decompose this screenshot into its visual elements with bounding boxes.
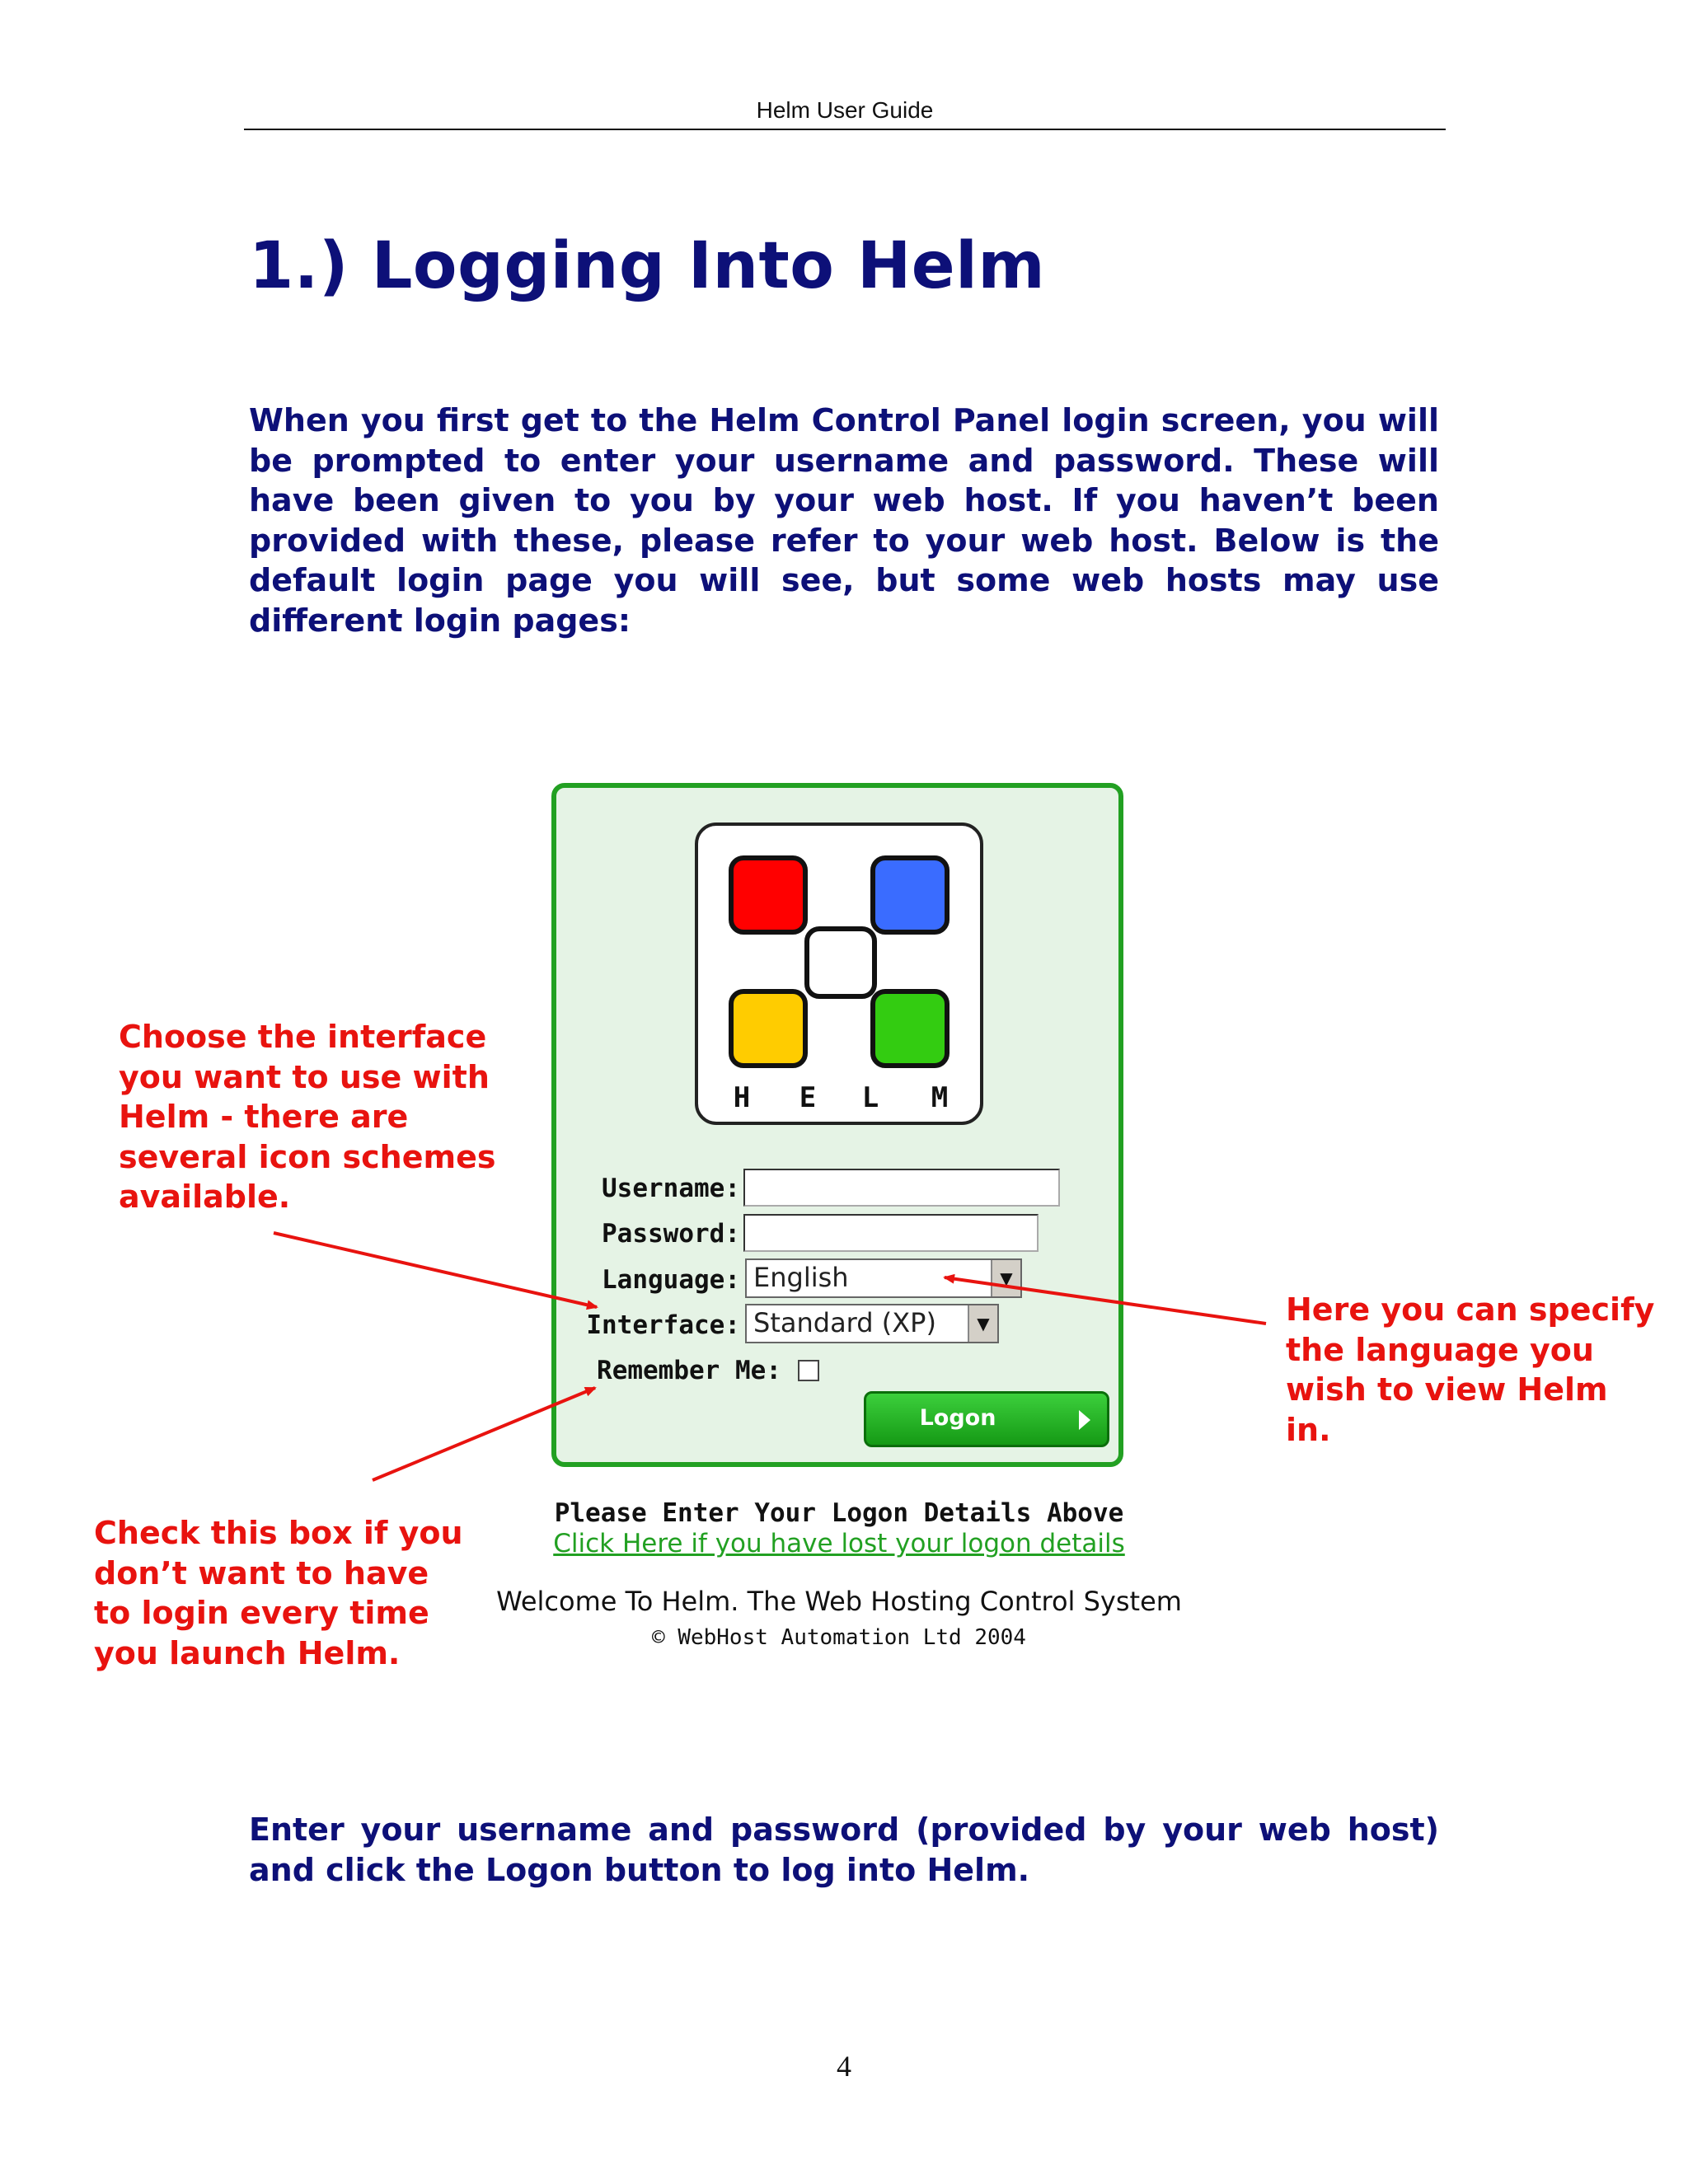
welcome-text: Welcome To Helm. The Web Hosting Control… <box>496 1586 1182 1617</box>
remember-me-arrow <box>372 1386 597 1482</box>
interface-arrow <box>273 1231 598 1310</box>
logon-button[interactable]: Logon <box>864 1391 1109 1447</box>
remember-me-label: Remember Me: <box>597 1356 781 1385</box>
remember-me-checkbox[interactable] <box>798 1360 819 1381</box>
enter-details-text: Please Enter Your Logon Details Above <box>554 1498 1124 1528</box>
logon-button-label: Logon <box>919 1405 996 1431</box>
language-select[interactable]: English ▼ <box>745 1258 1022 1298</box>
logo-center-square-icon <box>804 926 877 999</box>
username-label: Username: <box>602 1174 740 1203</box>
logo-yellow-square-icon <box>729 989 808 1068</box>
language-select-value: English <box>753 1262 849 1293</box>
callout-language: Here you can specify the language you wi… <box>1286 1291 1655 1448</box>
logo-letter: M <box>931 1081 949 1114</box>
callout-remember-me: Check this box if you don’t want to have… <box>94 1515 463 1671</box>
chevron-down-icon[interactable]: ▼ <box>991 1260 1020 1296</box>
page-number: 4 <box>837 2050 851 2083</box>
logo-blue-square-icon <box>870 855 950 935</box>
interface-label: Interface: <box>586 1310 740 1340</box>
interface-select-value: Standard (XP) <box>753 1307 936 1338</box>
language-label: Language: <box>602 1265 740 1295</box>
password-label: Password: <box>602 1219 740 1249</box>
play-arrow-icon <box>1079 1410 1090 1430</box>
chevron-down-icon[interactable]: ▼ <box>968 1305 997 1342</box>
section-title: 1.) Logging Into Helm <box>249 229 1046 303</box>
outro-paragraph: Enter your username and password (provid… <box>249 1811 1439 1888</box>
password-field[interactable] <box>743 1214 1039 1252</box>
logo-letter: E <box>799 1081 817 1114</box>
running-header: Helm User Guide <box>756 97 934 123</box>
language-arrow <box>943 1273 1267 1325</box>
username-field[interactable] <box>743 1169 1060 1207</box>
logo-red-square-icon <box>729 855 808 935</box>
interface-select[interactable]: Standard (XP) ▼ <box>745 1304 999 1343</box>
callout-interface: Choose the interface you want to use wit… <box>119 1019 496 1215</box>
logo-letter: L <box>861 1081 879 1114</box>
copyright-text: © WebHost Automation Ltd 2004 <box>652 1625 1026 1650</box>
intro-paragraph: When you first get to the Helm Control P… <box>249 402 1439 639</box>
logo-letter: H <box>733 1081 751 1114</box>
header-rule <box>244 129 1446 130</box>
logo-green-square-icon <box>870 989 950 1068</box>
lost-logon-link[interactable]: Click Here if you have lost your logon d… <box>553 1529 1125 1558</box>
